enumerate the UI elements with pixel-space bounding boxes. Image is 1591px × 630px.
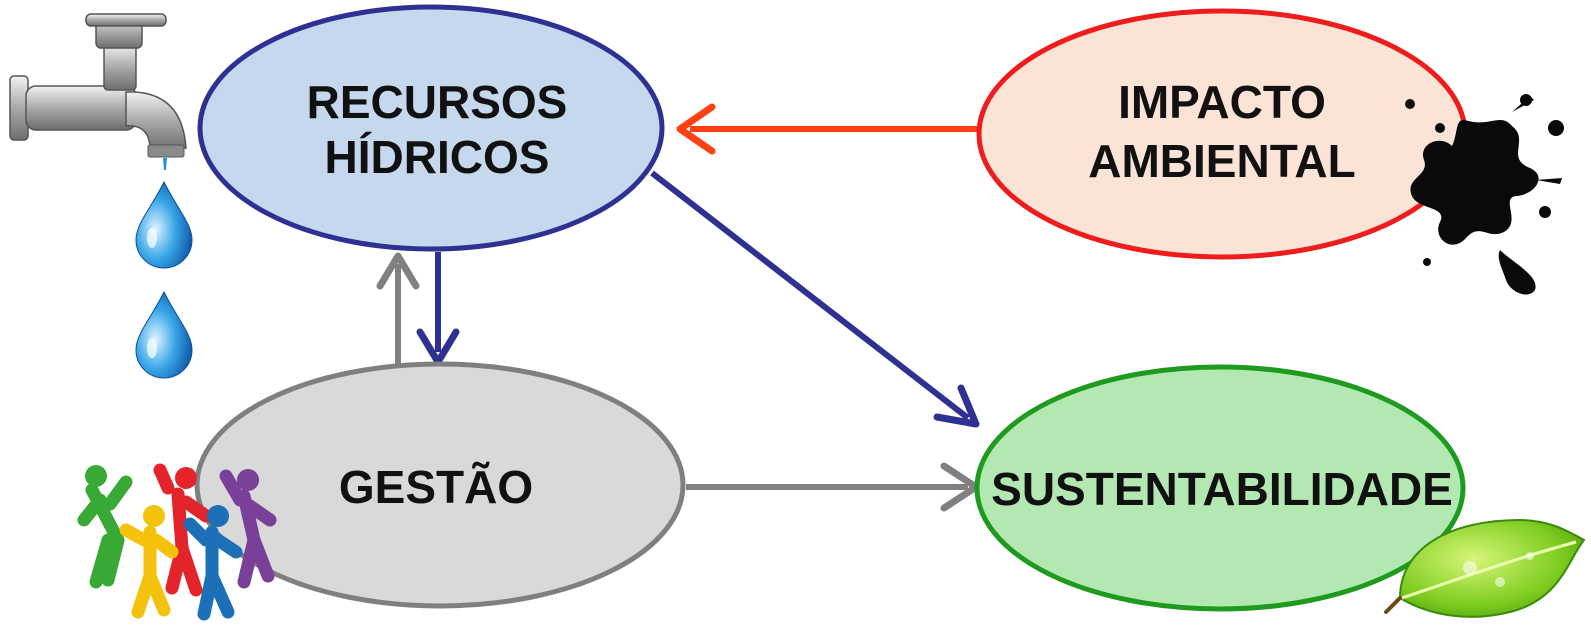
arrow-gestao-to-recursos [376,252,420,366]
impacto-label-line1: IMPACTO [1118,76,1326,128]
gestao-label: GESTÃO [339,461,533,513]
arrow-impacto-to-recursos [676,103,978,155]
node-impacto-ambiental: IMPACTO AMBIENTAL [976,8,1468,260]
water-drop-icon [135,290,193,379]
arrow-recursos-to-sustentabilidade [650,170,980,428]
green-leaf-icon [1384,518,1586,618]
water-drop-icon [135,180,193,269]
sustentabilidade-label: SUSTENTABILIDADE [991,463,1453,515]
impacto-label-line2: AMBIENTAL [1088,135,1355,187]
water-tap-icon [9,13,187,170]
arrow-recursos-to-gestao [416,252,460,366]
arrow-gestao-to-sustentabilidade [686,462,980,512]
recursos-label-line1: RECURSOS [307,76,568,128]
recursos-label-line2: HÍDRICOS [325,131,550,183]
people-group-icon [77,463,277,621]
node-recursos-hidricos: RECURSOS HÍDRICOS [197,4,665,252]
ink-splash-icon [1405,94,1564,295]
node-sustentabilidade: SUSTENTABILIDADE [974,364,1466,612]
node-gestao: GESTÃO [194,361,686,609]
